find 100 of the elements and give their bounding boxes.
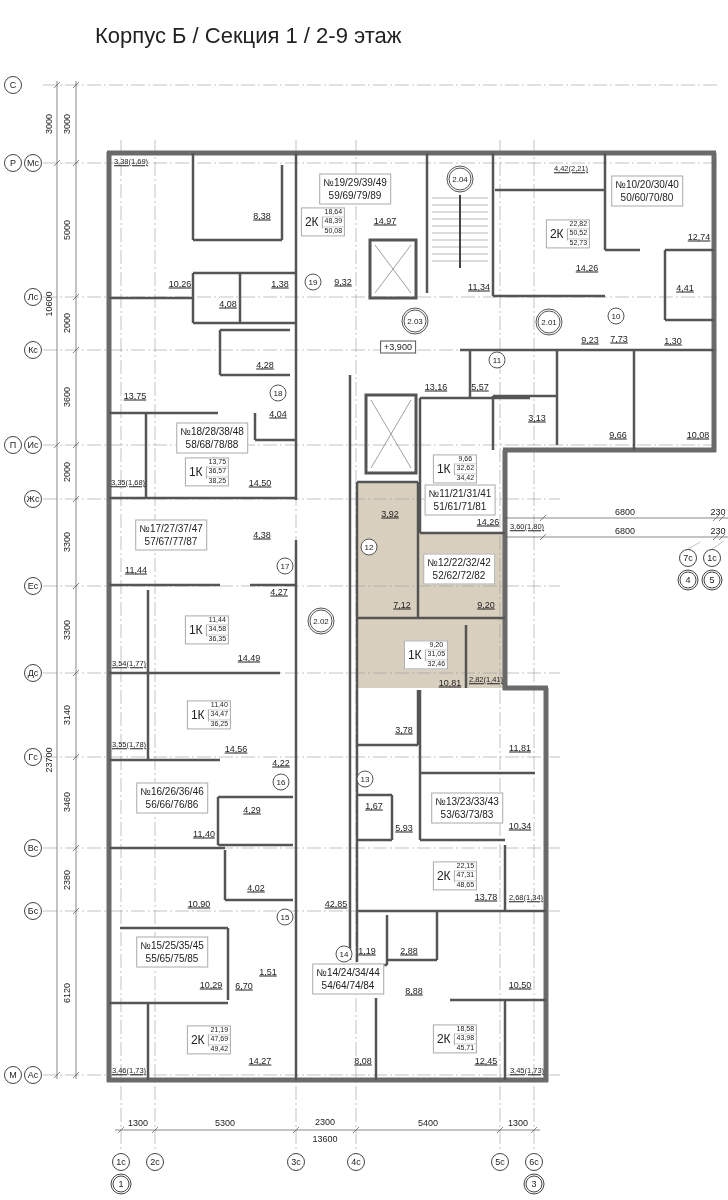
- grid-axis-marker: Ас: [24, 1066, 42, 1084]
- grid-axis-marker: Бс: [24, 902, 42, 920]
- grid-axis-marker: Гс: [24, 748, 42, 766]
- area-table: [184, 615, 230, 645]
- space-number-marker: 2.02: [307, 607, 335, 635]
- grid-axis-marker: М: [4, 1066, 22, 1084]
- grid-axis-marker: Ес: [24, 577, 42, 595]
- apartment-type: 1К: [187, 709, 209, 721]
- grid-axis-marker: Р: [4, 154, 22, 172]
- room-area: 11,81: [509, 743, 531, 753]
- room-area: 5,57: [471, 382, 489, 392]
- apartment-number-box: №13/23/33/43 53/63/73/83: [431, 792, 503, 824]
- dimension-value: 6800: [615, 507, 635, 517]
- area-table: [432, 454, 478, 484]
- dimension-value: 5300: [215, 1118, 235, 1128]
- room-area: 4,08: [219, 299, 237, 309]
- room-area: 14,97: [373, 216, 397, 226]
- dimension-value: 230: [710, 507, 726, 517]
- dimension-value: 5400: [418, 1118, 438, 1128]
- grid-axis-marker: 3: [523, 1173, 545, 1195]
- room-area: 14,50: [248, 478, 272, 488]
- dimension-value: 3140: [62, 705, 72, 725]
- dimension-value: 6800: [615, 526, 635, 536]
- apartment-number-box: №16/26/36/46 56/66/76/86: [136, 782, 208, 814]
- room-area: 1,67: [365, 801, 383, 811]
- area-table: [432, 1024, 478, 1054]
- grid-axis-marker: 4с: [347, 1153, 365, 1171]
- room-area: 7,12: [393, 600, 411, 610]
- room-area: 11,44: [125, 565, 147, 575]
- dimension-value: 1300: [128, 1118, 148, 1128]
- dimension-value: 2300: [315, 1117, 335, 1127]
- room-area: 4,41: [676, 283, 694, 293]
- area-table: [545, 219, 591, 249]
- room-area: 4,38: [253, 530, 271, 540]
- title: Корпус Б / Секция 1 / 2-9 этаж: [95, 25, 402, 47]
- room-area: 10,26: [168, 279, 192, 289]
- room-area: 1,19: [358, 946, 376, 956]
- room-number-marker: 15: [276, 908, 294, 926]
- room-area: 9,20: [477, 600, 495, 610]
- grid-axis-marker: Лс: [24, 288, 42, 306]
- room-area: 3,78: [395, 725, 413, 735]
- area-table: [186, 1025, 232, 1055]
- room-area: 4,27: [270, 587, 288, 597]
- room-area: 10,34: [508, 821, 532, 831]
- room-area: 13,75: [123, 391, 147, 401]
- grid-axis-marker: 5: [701, 569, 723, 591]
- grid-axis-marker: Ис: [24, 436, 42, 454]
- grid-axis-marker: 4: [677, 569, 699, 591]
- room-area: 3,13: [528, 413, 546, 423]
- room-number-marker: 14: [335, 945, 353, 963]
- room-area: 42,85: [324, 899, 348, 909]
- apartment-type: 2К: [301, 216, 323, 228]
- room-area: 10,90: [187, 899, 211, 909]
- room-area: 14,26: [575, 263, 599, 273]
- grid-axis-marker: П: [4, 436, 22, 454]
- room-area: 9,23: [581, 335, 599, 345]
- room-area: 14,56: [224, 744, 248, 754]
- room-area: 9,32: [334, 277, 352, 287]
- room-area: 14,27: [248, 1056, 272, 1066]
- room-number-marker: 17: [276, 557, 294, 575]
- grid-axis-marker: Вс: [24, 839, 42, 857]
- room-area: 12,45: [474, 1056, 498, 1066]
- room-area: 10,50: [508, 980, 532, 990]
- grid-axis-marker: 2с: [146, 1153, 164, 1171]
- room-area: 8,08: [354, 1056, 372, 1066]
- apartment-number-box: №18/28/38/48 58/68/78/88: [176, 422, 248, 454]
- grid-axis-marker: Мс: [24, 154, 42, 172]
- apartment-number-box: №19/29/39/49 59/69/79/89: [319, 173, 391, 205]
- room-area: 10,81: [438, 678, 462, 688]
- dimension-value: 2000: [62, 462, 72, 482]
- apartment-type: 2К: [433, 870, 455, 882]
- room-number-marker: 16: [272, 773, 290, 791]
- dimension-value: 2000: [62, 313, 72, 333]
- room-area: 4,29: [243, 805, 261, 815]
- space-number-marker: 2.04: [446, 165, 474, 193]
- room-number-marker: 10: [607, 307, 625, 325]
- room-area: 6,70: [235, 981, 253, 991]
- apartment-type: 2К: [546, 228, 568, 240]
- grid-axis-marker: 6с: [525, 1153, 543, 1171]
- space-number-marker: 2.03: [401, 307, 429, 335]
- room-number-marker: 13: [356, 770, 374, 788]
- room-area: 7,73: [610, 334, 628, 344]
- dimension-value: 230: [710, 526, 726, 536]
- room-area: 13,78: [474, 892, 498, 902]
- apartment-number-box: №15/25/35/45 55/65/75/85: [136, 936, 208, 968]
- area-table: [432, 861, 478, 891]
- room-area: 14,49: [237, 653, 261, 663]
- apartment-number-box: №11/21/31/41 51/61/71/81: [424, 484, 496, 516]
- dimension-value: 6120: [62, 983, 72, 1003]
- dimension-value: 3460: [62, 792, 72, 812]
- grid-axis-marker: 1: [110, 1173, 132, 1195]
- room-area: 8,88: [405, 986, 423, 996]
- area-table: [403, 640, 449, 670]
- grid-axis-marker: 1с: [112, 1153, 130, 1171]
- dimension-value: 3000: [62, 114, 72, 134]
- apartment-number-box: №10/20/30/40 50/60/70/80: [611, 175, 683, 207]
- grid-axis-marker: 7с: [679, 549, 697, 567]
- dimension-value: 3300: [62, 532, 72, 552]
- apartment-type: 1К: [185, 466, 207, 478]
- room-area: 2,88: [400, 946, 418, 956]
